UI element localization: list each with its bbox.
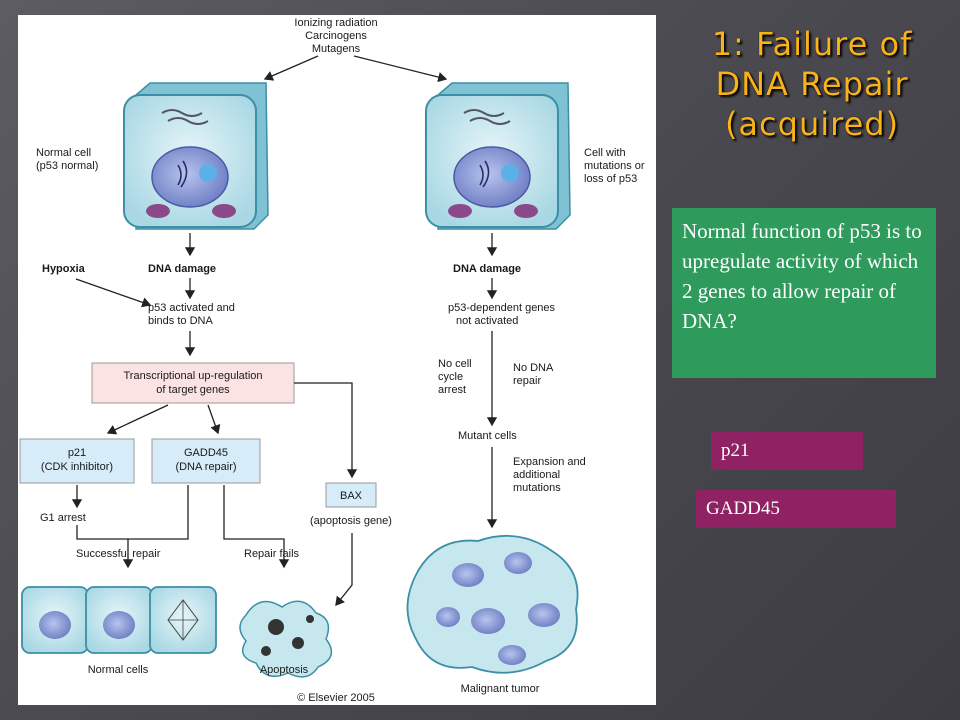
p21-box-label-2: (CDK inhibitor) bbox=[41, 461, 113, 473]
p53-not-activated-2: not activated bbox=[456, 315, 518, 327]
no-cell-cycle-arrest-3: arrest bbox=[438, 384, 466, 396]
cause-carcinogens: Carcinogens bbox=[305, 30, 367, 42]
g1-arrest-label: G1 arrest bbox=[40, 512, 86, 524]
expansion-label-1: Expansion and bbox=[513, 456, 586, 468]
p53-not-activated-1: p53-dependent genes bbox=[448, 302, 556, 314]
question-box: Normal function of p53 is to upregulate … bbox=[672, 208, 936, 378]
pathway-diagram: Ionizing radiation Carcinogens Mutagens … bbox=[18, 15, 656, 705]
malignant-tumor-illustration bbox=[406, 534, 579, 674]
transcription-box bbox=[91, 362, 295, 404]
expansion-label-3: mutations bbox=[513, 482, 561, 494]
no-cell-cycle-arrest-1: No cell bbox=[438, 358, 472, 370]
transcription-label-1: Transcriptional up-regulation bbox=[124, 370, 263, 382]
expansion-label-2: additional bbox=[513, 469, 560, 481]
repair-fails-label: Repair fails bbox=[244, 548, 300, 560]
dna-damage-left: DNA damage bbox=[148, 263, 216, 275]
mutant-cells-label: Mutant cells bbox=[458, 430, 517, 442]
answer-p21-label: p21 bbox=[721, 440, 750, 461]
bax-note: (apoptosis gene) bbox=[310, 515, 392, 527]
p53-activated-2: binds to DNA bbox=[148, 315, 213, 327]
transcription-label-2: of target genes bbox=[156, 384, 230, 396]
gadd45-box-label-1: GADD45 bbox=[184, 447, 228, 459]
copyright-label: © Elsevier 2005 bbox=[297, 692, 375, 704]
normal-cell-illustration bbox=[123, 82, 269, 230]
answer-gadd45-label: GADD45 bbox=[706, 498, 780, 519]
bax-box-label: BAX bbox=[340, 490, 363, 502]
apoptosis-label: Apoptosis bbox=[260, 664, 309, 676]
apoptosis-illustration bbox=[239, 600, 333, 678]
malignant-tumor-label: Malignant tumor bbox=[461, 683, 540, 695]
slide-title-line-2: DNA Repair bbox=[715, 65, 909, 103]
mutated-cell-label-2: mutations or bbox=[584, 160, 645, 172]
gadd45-box bbox=[151, 438, 261, 484]
answer-box-p21[interactable]: p21 bbox=[711, 432, 863, 470]
normal-cell-label-1: Normal cell bbox=[36, 147, 91, 159]
mutated-cell-illustration bbox=[425, 82, 571, 230]
p53-activated-1: p53 activated and bbox=[148, 302, 235, 314]
arrow-to-left-cell bbox=[263, 55, 319, 81]
diagram-canvas: Ionizing radiation Carcinogens Mutagens … bbox=[19, 17, 645, 704]
gadd45-box-label-2: (DNA repair) bbox=[175, 461, 236, 473]
hypoxia-label: Hypoxia bbox=[42, 263, 86, 275]
p21-box-label-1: p21 bbox=[68, 447, 86, 459]
mutated-cell-label-1: Cell with bbox=[584, 147, 626, 159]
bax-box bbox=[325, 482, 377, 508]
arrow-to-right-cell bbox=[353, 55, 448, 83]
p21-box bbox=[19, 438, 135, 484]
normal-cell-label-2: (p53 normal) bbox=[36, 160, 98, 172]
mutated-cell-label-3: loss of p53 bbox=[584, 173, 637, 185]
dna-damage-right: DNA damage bbox=[453, 263, 521, 275]
no-dna-repair-2: repair bbox=[513, 375, 541, 387]
question-text: Normal function of p53 is to upregulate … bbox=[682, 219, 922, 333]
normal-cells-label: Normal cells bbox=[88, 664, 149, 676]
no-cell-cycle-arrest-2: cycle bbox=[438, 371, 463, 383]
successful-repair-label: Successful repair bbox=[76, 548, 161, 560]
slide-title-line-1: 1: Failure of bbox=[711, 25, 913, 63]
answer-box-gadd45[interactable]: GADD45 bbox=[696, 490, 896, 528]
slide-title: 1: Failure of DNA Repair (acquired) bbox=[668, 24, 956, 144]
no-dna-repair-1: No DNA bbox=[513, 362, 554, 374]
cause-ionizing-radiation: Ionizing radiation bbox=[294, 17, 377, 29]
cause-mutagens: Mutagens bbox=[312, 43, 361, 55]
normal-cells-illustration bbox=[21, 586, 217, 654]
slide-title-line-3: (acquired) bbox=[724, 105, 900, 143]
